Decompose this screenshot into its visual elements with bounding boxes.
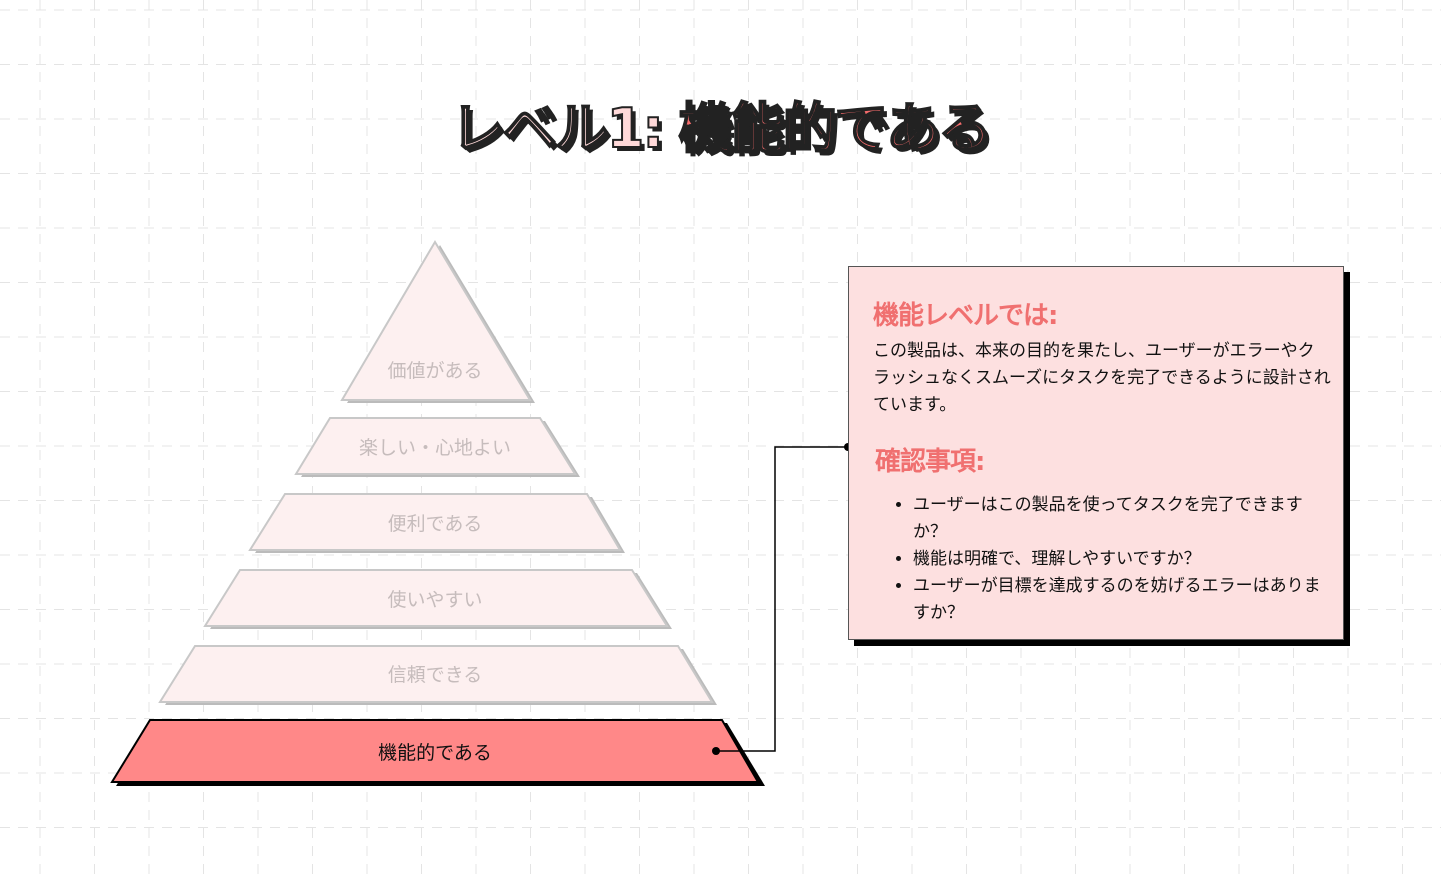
- pyramid-label: 価値がある: [387, 360, 482, 382]
- pyramid-label: 楽しい・心地よい: [359, 437, 511, 459]
- pyramid-label: 信頼できる: [388, 664, 483, 686]
- card-description: この製品は、本来の目的を果たし、ユーザーがエラーやクラッシュなくスムーズにタスク…: [873, 341, 1331, 415]
- pyramid-level-valuable[interactable]: 価値がある: [340, 240, 535, 403]
- pyramid-level-usable[interactable]: 使いやすい: [203, 569, 672, 629]
- pyramid-level-reliable[interactable]: 信頼できる: [158, 645, 717, 705]
- connector-line: [712, 443, 852, 755]
- checklist-item: 機能は明確で、理解しやすいですか？: [913, 546, 1331, 573]
- checklist-item: ユーザーはこの製品を使ってタスクを完了できますか？: [913, 492, 1331, 546]
- title-highlight: 機能的である: [678, 96, 993, 161]
- pyramid-level-convenient[interactable]: 便利である: [248, 493, 625, 553]
- page-title: レベル1: 機能的である: [0, 84, 1441, 163]
- title-prefix: レベル1:: [450, 96, 679, 161]
- pyramid-level-pleasurable[interactable]: 楽しい・心地よい: [294, 417, 580, 477]
- pyramid-level-functional[interactable]: 機能的である: [110, 719, 765, 786]
- info-card: 機能レベルでは: この製品は、本来の目的を果たし、ユーザーがエラーやクラッシュな…: [848, 266, 1344, 640]
- card-heading-checklist: 確認事項:: [875, 447, 985, 477]
- pyramid-label: 使いやすい: [387, 589, 482, 611]
- pyramid-label-active: 機能的である: [378, 742, 492, 764]
- card-heading-functional: 機能レベルでは:: [873, 301, 1058, 331]
- checklist-item: ユーザーが目標を達成するのを妨げるエラーはありますか？: [913, 573, 1331, 627]
- pyramid-label: 便利である: [388, 513, 483, 535]
- pyramid: 価値がある 楽しい・心地よい 便利である 使いやすい 信頼できる 機能的である: [110, 240, 765, 786]
- checklist: ユーザーはこの製品を使ってタスクを完了できますか？ 機能は明確で、理解しやすいで…: [861, 492, 1331, 627]
